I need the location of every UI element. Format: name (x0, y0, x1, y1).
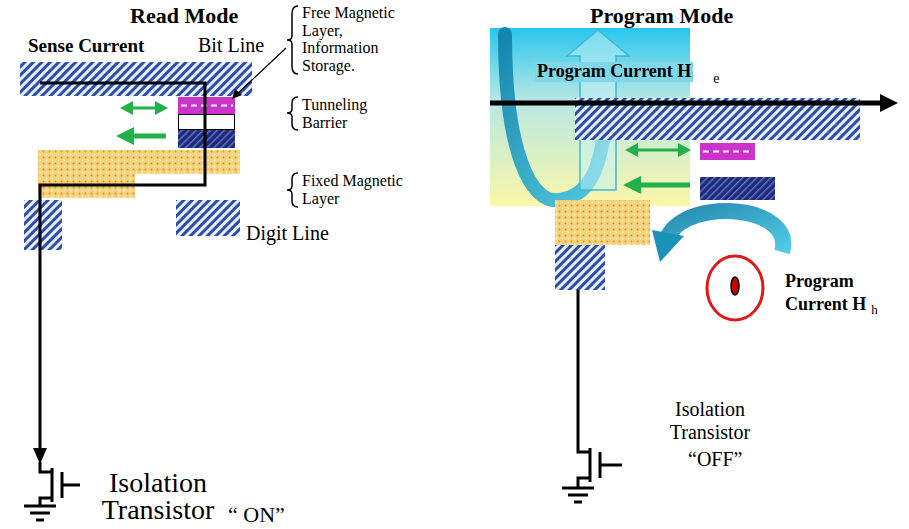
isolation-transistor-symbol (562, 290, 622, 502)
part-label: Digit Line (246, 222, 329, 244)
free-layer (700, 143, 755, 160)
state-label: “OFF” (688, 448, 742, 470)
free-layer-dash (181, 105, 233, 107)
transistor-label: Isolation Transistor (652, 398, 768, 444)
program-current-arrow (490, 101, 882, 106)
magnetization-arrows (623, 143, 691, 194)
transistor-label: Isolation Transistor (76, 470, 240, 523)
leader-arrowhead (232, 89, 242, 99)
isolation-transistor-symbol (24, 462, 80, 520)
mode-heading: Program Mode (590, 4, 733, 28)
current-arrowhead (33, 448, 47, 464)
via (24, 200, 62, 250)
bottom-electrode (555, 200, 650, 245)
state-label: “ ON” (228, 503, 285, 527)
field-circle-arrowhead (652, 230, 684, 262)
free-layer-dash (703, 151, 753, 153)
part-label: Free Magnetic Layer, Information Storage… (302, 4, 407, 74)
part-label: Fixed Magnetic Layer (302, 172, 407, 207)
part-label: Tunneling Barrier (302, 96, 382, 131)
digit-line-current (731, 277, 739, 295)
fixed-layer (700, 177, 775, 200)
field-circle-arrow (668, 211, 783, 252)
subscript: h (871, 303, 878, 317)
current-label: Sense Current (28, 36, 144, 57)
bit-line (20, 62, 252, 96)
mode-heading: Read Mode (130, 4, 238, 28)
bottom-electrode (38, 150, 240, 198)
magnetization-arrows (116, 101, 168, 145)
part-label: Bit Line (198, 34, 264, 56)
current-label: Program Current H (785, 270, 885, 317)
current-label: Program Current H (535, 62, 693, 82)
subscript: e (713, 71, 719, 86)
digit-line-field (707, 256, 763, 320)
program-current-arrowhead (880, 94, 898, 112)
bracket (287, 6, 298, 207)
sense-current-path (40, 83, 205, 450)
digit-line (176, 200, 240, 236)
via (555, 245, 605, 290)
